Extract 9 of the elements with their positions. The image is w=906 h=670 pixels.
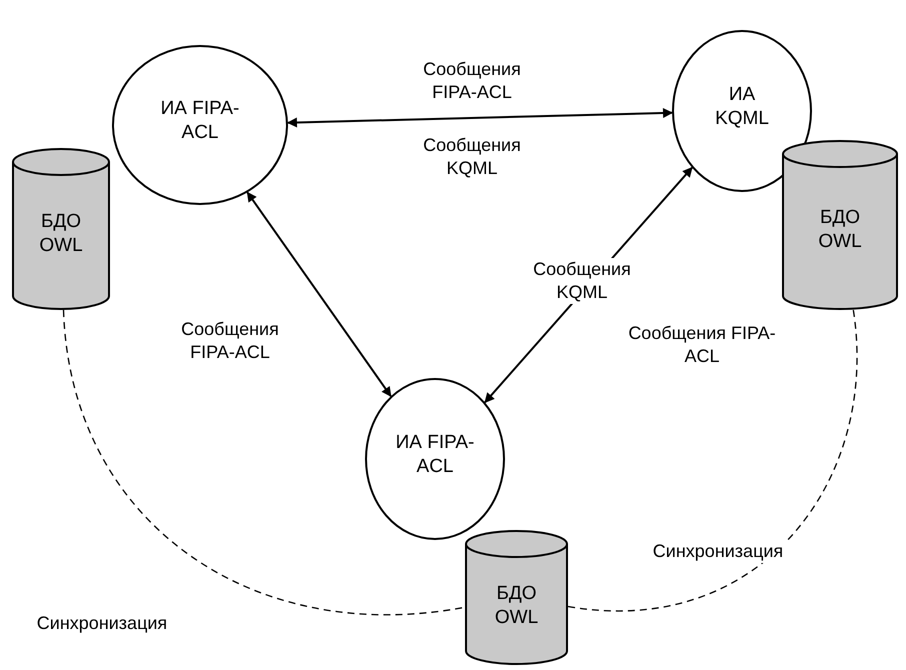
agent-label: ИА FIPA-ACL (160, 97, 240, 145)
agent-label: ИА KQML (714, 83, 770, 131)
database-label: БДО OWL (38, 210, 84, 258)
database-label: БДО OWL (817, 206, 863, 254)
dashed-connector (568, 310, 858, 612)
agent-label: ИА FIPA-ACL (394, 431, 476, 479)
double-arrow (246, 192, 392, 397)
double-arrow (286, 108, 674, 128)
database-label: БДО OWL (494, 582, 540, 630)
